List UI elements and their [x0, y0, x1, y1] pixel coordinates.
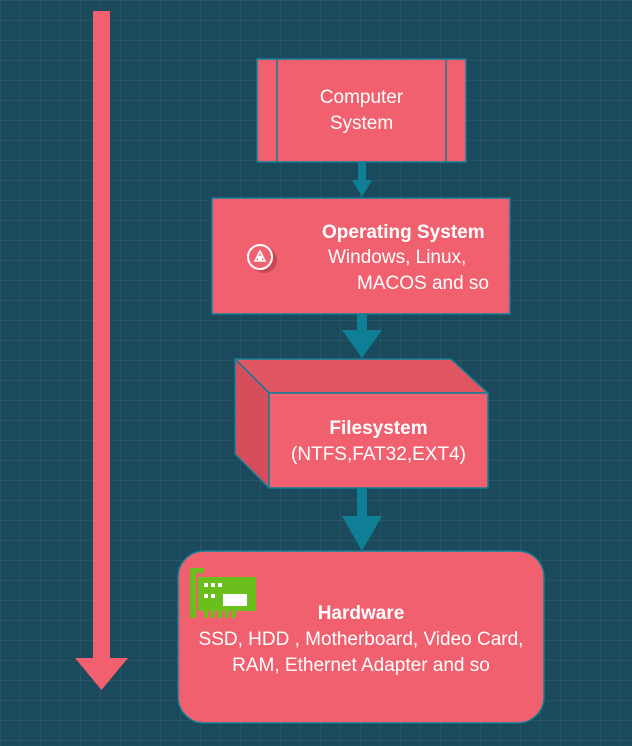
hardware-line1: SSD, HDD , Motherboard, Video Card, — [198, 629, 524, 650]
connector-filesystem-to-hardware — [342, 488, 382, 551]
computer-system-label-line2: System — [329, 113, 394, 134]
network-card-icon — [190, 568, 256, 618]
computer-system-label-line1: Computer — [319, 87, 404, 108]
downward-flow-arrow — [75, 11, 128, 690]
filesystem-label: Filesystem (NTFS,FAT32,EXT4) — [269, 416, 488, 468]
operating-system-line1: Windows, Linux, — [328, 247, 467, 268]
computer-system-node[interactable] — [256, 58, 467, 163]
filesystem-detail: (NTFS,FAT32,EXT4) — [291, 444, 466, 465]
connector-computer-to-os — [352, 162, 372, 197]
hardware-label: Hardware SSD, HDD , Motherboard, Video C… — [178, 601, 544, 679]
operating-system-line2: MACOS and so — [357, 273, 489, 294]
filesystem-node[interactable] — [233, 357, 490, 490]
computer-system-label: Computer System — [277, 85, 446, 137]
filesystem-title: Filesystem — [329, 418, 428, 439]
hardware-node[interactable] — [177, 550, 545, 724]
connector-os-to-filesystem — [342, 314, 382, 358]
hardware-title: Hardware — [317, 603, 405, 624]
os-badge-icon — [247, 244, 277, 273]
operating-system-title: Operating System — [322, 222, 485, 243]
hardware-line2: RAM, Ethernet Adapter and so — [232, 655, 490, 676]
